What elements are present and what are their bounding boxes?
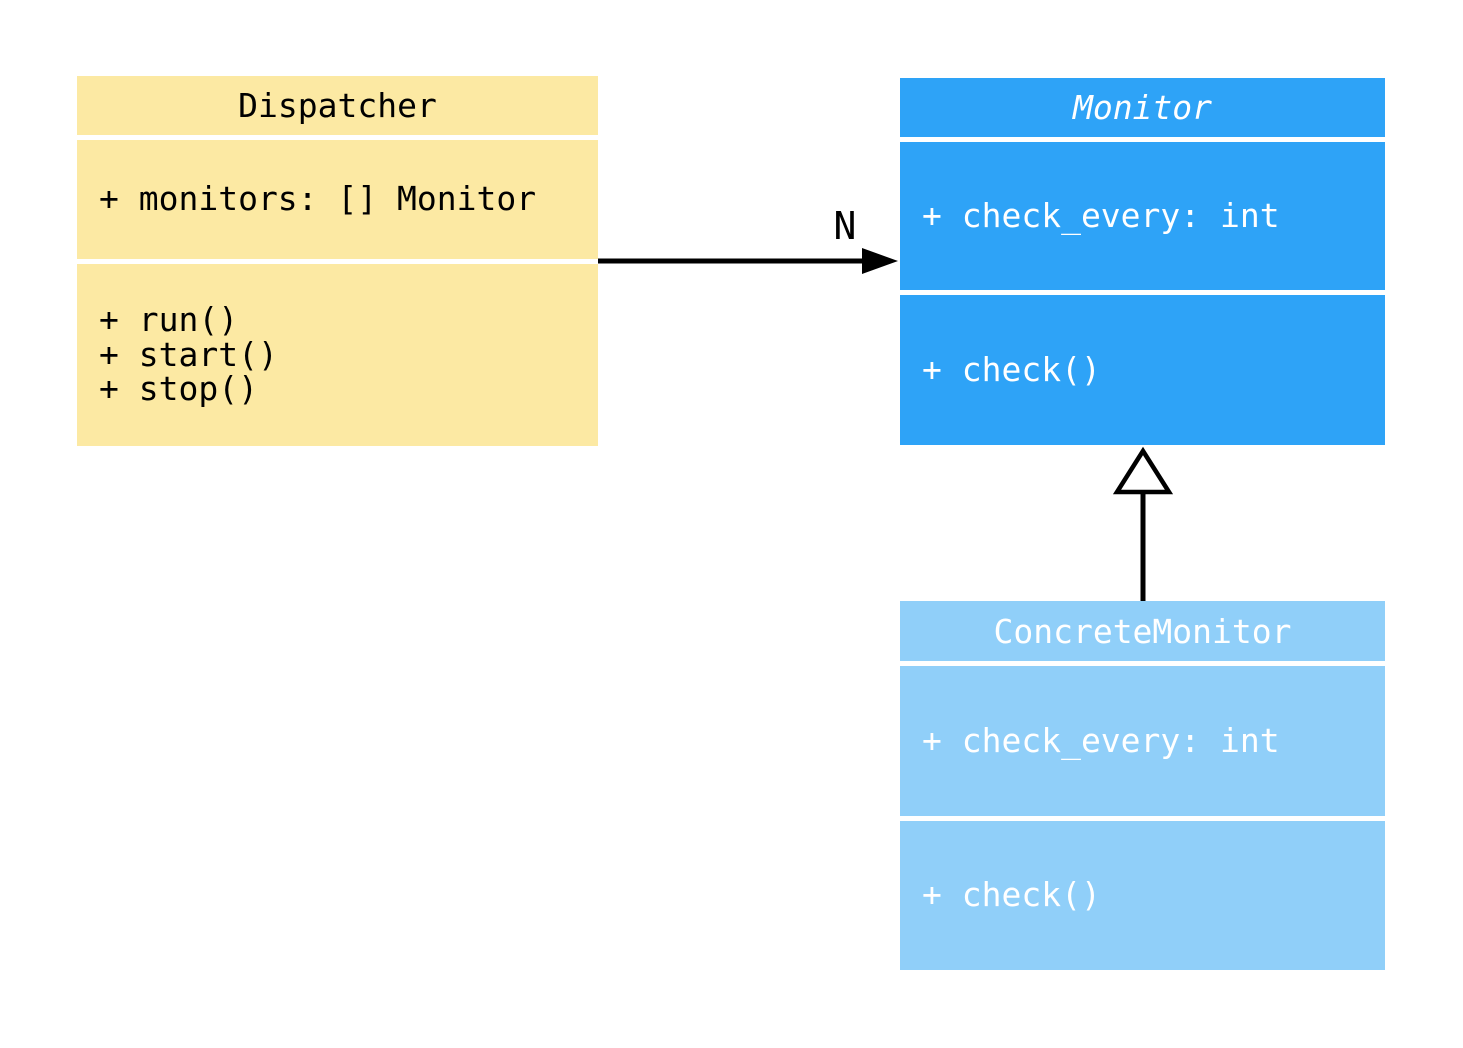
monitor-methods-compartment: + check(): [900, 295, 1385, 445]
method-check: + check(): [922, 349, 1101, 389]
class-name-dispatcher: Dispatcher: [77, 76, 598, 135]
method-check: + check(): [922, 875, 1101, 915]
method-start: + start(): [99, 334, 278, 374]
class-name-concretemonitor: ConcreteMonitor: [900, 601, 1385, 661]
monitor-attributes-compartment: + check_every: int: [900, 142, 1385, 290]
concretemonitor-attributes-compartment: + check_every: int: [900, 666, 1385, 816]
attribute-monitors: + monitors: [] Monitor: [99, 179, 537, 219]
filled-arrowhead-icon: [862, 248, 898, 274]
class-box-dispatcher: Dispatcher + monitors: [] Monitor + run(…: [77, 76, 598, 446]
class-name-monitor: Monitor: [900, 78, 1385, 137]
dispatcher-attributes-compartment: + monitors: [] Monitor: [77, 140, 598, 259]
concretemonitor-methods-compartment: + check(): [900, 821, 1385, 970]
class-box-monitor: Monitor + check_every: int + check(): [900, 78, 1385, 445]
attribute-check-every: + check_every: int: [922, 720, 1280, 760]
association-arrow-dispatcher-to-monitor: [598, 248, 898, 274]
attribute-check-every: + check_every: int: [922, 195, 1280, 235]
generalization-arrow-concretemonitor-to-monitor: [1112, 446, 1174, 601]
method-stop: + stop(): [99, 369, 258, 409]
class-box-concretemonitor: ConcreteMonitor + check_every: int + che…: [900, 601, 1385, 970]
dispatcher-methods-compartment: + run() + start() + stop(): [77, 264, 598, 446]
hollow-triangle-arrowhead-icon: [1112, 446, 1174, 495]
method-run: + run(): [99, 300, 239, 340]
association-multiplicity-label: N: [833, 204, 857, 248]
